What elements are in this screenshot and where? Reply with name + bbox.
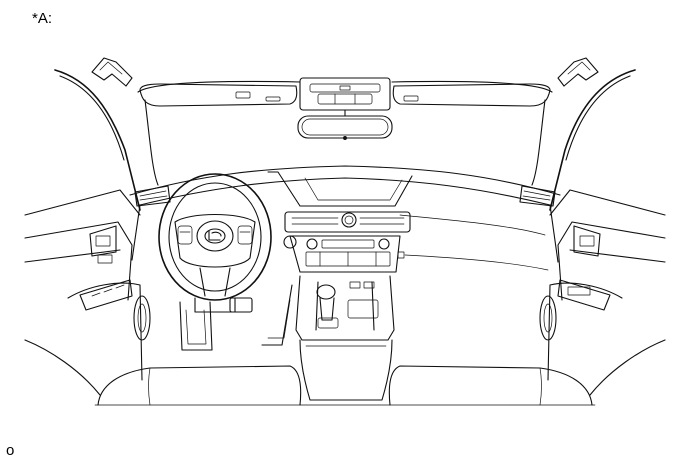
seat-right bbox=[388, 365, 593, 406]
footwell bbox=[179, 284, 293, 351]
rear-view-mirror bbox=[297, 109, 393, 140]
air-vent-right bbox=[519, 185, 556, 207]
center-stack bbox=[283, 235, 405, 273]
center-console bbox=[295, 275, 395, 401]
sun-visor-left bbox=[139, 83, 298, 107]
callout-label-a: *A: bbox=[32, 10, 53, 27]
door-left bbox=[24, 189, 151, 396]
door-right bbox=[539, 189, 666, 396]
lexus-emblem-icon bbox=[204, 228, 226, 244]
air-vent-center bbox=[284, 211, 411, 233]
steering-wheel bbox=[158, 173, 272, 313]
windshield-frame bbox=[54, 69, 636, 211]
corner-mark: o bbox=[6, 442, 15, 459]
assist-grip-left bbox=[91, 57, 133, 87]
assist-grip-right bbox=[557, 57, 599, 87]
sun-visor-right bbox=[392, 83, 551, 107]
air-vent-left bbox=[134, 185, 171, 207]
seat-left bbox=[97, 365, 302, 406]
dashboard-top bbox=[129, 165, 561, 271]
overhead-console bbox=[299, 77, 391, 111]
